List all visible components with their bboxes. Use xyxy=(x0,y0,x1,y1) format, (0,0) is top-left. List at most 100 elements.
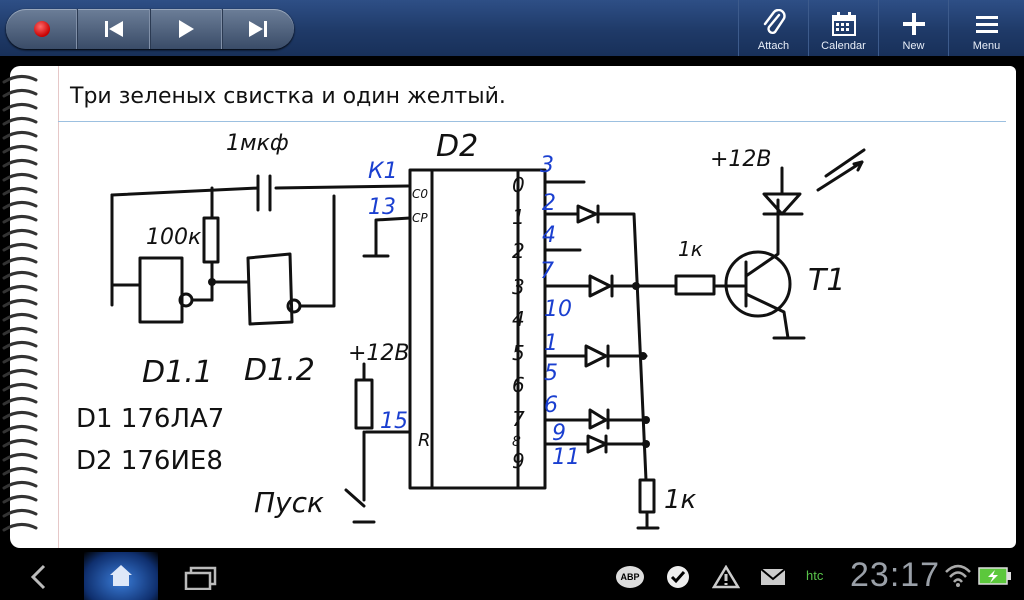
svg-text:1к: 1к xyxy=(664,485,697,515)
svg-text:+12В: +12В xyxy=(348,341,410,366)
new-button[interactable]: New xyxy=(878,0,948,56)
skip-back-icon xyxy=(104,21,123,37)
spiral-ring xyxy=(2,495,38,504)
svg-text:15: 15 xyxy=(380,409,408,434)
svg-text:1: 1 xyxy=(512,205,525,229)
calendar-button[interactable]: Calendar xyxy=(808,0,878,56)
task-check-icon[interactable] xyxy=(666,565,690,589)
spiral-binding xyxy=(2,75,38,532)
paperclip-icon xyxy=(763,9,786,35)
home-button[interactable] xyxy=(84,552,158,600)
svg-text:9: 9 xyxy=(512,449,525,473)
spiral-ring xyxy=(2,75,38,84)
spiral-ring xyxy=(2,355,38,364)
svg-text:100к: 100к xyxy=(146,225,202,250)
svg-text:0: 0 xyxy=(512,173,525,197)
top-toolbar: Attach Calendar New Menu xyxy=(0,0,1024,56)
spiral-ring xyxy=(2,131,38,140)
calendar-icon xyxy=(831,12,856,36)
battery-charging-icon xyxy=(978,567,1011,585)
spiral-ring xyxy=(2,397,38,406)
player-controls xyxy=(6,9,294,49)
spiral-ring xyxy=(2,285,38,294)
new-label: New xyxy=(902,40,925,52)
spiral-ring xyxy=(2,229,38,238)
svg-text:2: 2 xyxy=(512,239,525,263)
svg-text:К1: К1 xyxy=(368,159,398,184)
menu-button[interactable]: Menu xyxy=(948,0,1024,56)
spiral-ring xyxy=(2,89,38,98)
svg-text:1мкф: 1мкф xyxy=(226,131,289,156)
spiral-ring xyxy=(2,509,38,518)
play-icon xyxy=(179,20,195,38)
svg-text:4: 4 xyxy=(512,307,525,331)
spiral-ring xyxy=(2,383,38,392)
recent-apps-icon[interactable] xyxy=(184,566,218,590)
svg-text:1к: 1к xyxy=(678,237,703,261)
svg-text:4: 4 xyxy=(542,223,556,248)
spiral-ring xyxy=(2,369,38,378)
attach-button[interactable]: Attach xyxy=(738,0,808,56)
next-button[interactable] xyxy=(223,9,294,49)
plus-icon xyxy=(902,13,925,35)
svg-text:С0: С0 xyxy=(412,187,428,201)
svg-text:+12В: +12В xyxy=(710,147,772,172)
svg-text:СР: СР xyxy=(412,211,428,225)
svg-text:3: 3 xyxy=(540,153,554,178)
spiral-ring xyxy=(2,271,38,280)
record-button[interactable] xyxy=(6,9,79,49)
back-icon[interactable] xyxy=(28,564,50,590)
system-nav-bar: ABP xyxy=(0,552,1024,600)
spiral-ring xyxy=(2,243,38,252)
svg-text:D2: D2 xyxy=(436,129,478,164)
mail-icon[interactable] xyxy=(760,568,786,586)
spiral-ring xyxy=(2,481,38,490)
home-icon xyxy=(110,565,132,586)
warning-icon[interactable] xyxy=(712,565,740,589)
svg-text:3: 3 xyxy=(512,275,525,299)
title-underline xyxy=(58,121,1006,122)
spiral-ring xyxy=(2,173,38,182)
svg-text:5: 5 xyxy=(544,361,558,386)
calendar-label: Calendar xyxy=(821,40,866,52)
svg-text:6: 6 xyxy=(512,373,525,397)
spiral-ring xyxy=(2,159,38,168)
spiral-ring xyxy=(2,103,38,112)
svg-text:13: 13 xyxy=(368,195,396,220)
skip-forward-icon xyxy=(249,21,268,37)
svg-text:1: 1 xyxy=(544,331,558,356)
notebook-page[interactable] xyxy=(10,66,1016,548)
svg-text:5: 5 xyxy=(512,341,525,365)
previous-button[interactable] xyxy=(78,9,151,49)
spiral-ring xyxy=(2,523,38,532)
svg-text:D1.1: D1.1 xyxy=(142,355,213,390)
note-title: Три зеленых свистка и один желтый. xyxy=(70,84,506,109)
spiral-ring xyxy=(2,257,38,266)
spiral-ring xyxy=(2,411,38,420)
adblock-label: ABP xyxy=(620,572,640,582)
spiral-ring xyxy=(2,467,38,476)
svg-text:11: 11 xyxy=(552,445,580,470)
play-button[interactable] xyxy=(151,9,223,49)
spiral-ring xyxy=(2,187,38,196)
attach-label: Attach xyxy=(757,40,790,52)
chip-label-d1: D1 176ЛА7 xyxy=(76,404,225,434)
adblock-icon[interactable]: ABP xyxy=(616,566,644,588)
spiral-ring xyxy=(2,117,38,126)
status-clock: 23:17 xyxy=(850,556,941,594)
svg-text:R: R xyxy=(418,430,431,451)
svg-text:2: 2 xyxy=(542,191,556,216)
record-icon xyxy=(33,21,50,37)
spiral-ring xyxy=(2,341,38,350)
spiral-ring xyxy=(2,327,38,336)
spiral-ring xyxy=(2,299,38,308)
svg-text:Пуск: Пуск xyxy=(254,486,324,519)
menu-icon xyxy=(975,16,998,33)
svg-text:Т1: Т1 xyxy=(808,263,845,298)
spiral-ring xyxy=(2,145,38,154)
spiral-ring xyxy=(2,215,38,224)
svg-text:7: 7 xyxy=(540,259,554,284)
spiral-ring xyxy=(2,201,38,210)
svg-text:7: 7 xyxy=(512,407,525,431)
